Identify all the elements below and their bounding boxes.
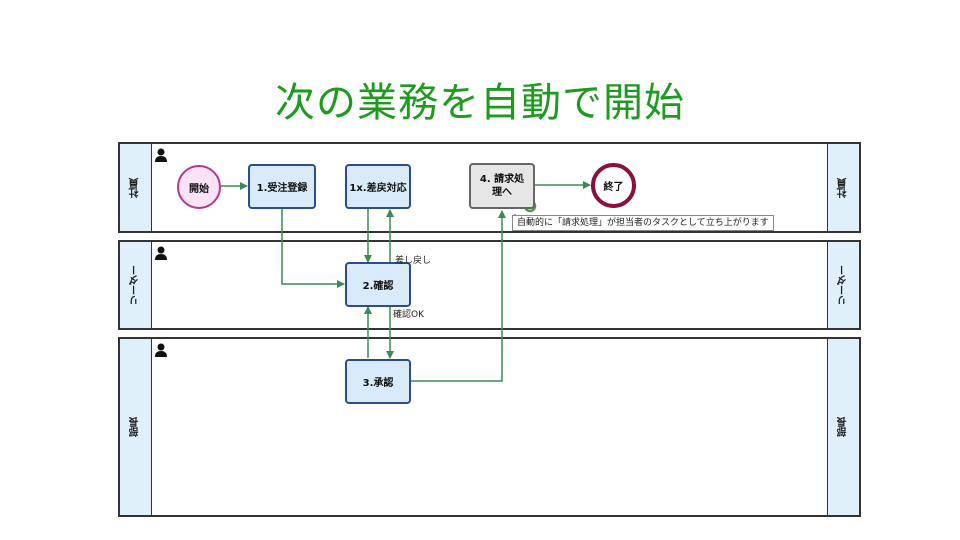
person-icon <box>155 148 167 162</box>
person-icon <box>155 246 167 260</box>
page-title: 次の業務を自動で開始 <box>275 80 685 126</box>
start-event[interactable]: 開始 <box>177 165 221 209</box>
edge-order-to-confirm <box>281 208 345 288</box>
lane-header-left-employee: 社員 <box>120 144 152 231</box>
task-invoice[interactable]: 4. 請求処理へ <box>469 163 535 209</box>
lane-header-right-leader: リーダー <box>827 242 859 328</box>
task-approve[interactable]: 3.承認 <box>345 359 411 404</box>
auto-start-tooltip: 自動的に「請求処理」が担当者のタスクとして立ち上がります <box>512 215 774 231</box>
swimlane-leader: リーダー リーダー <box>118 240 861 330</box>
swimlane-manager: 部長 部長 <box>118 337 861 517</box>
task-order-registration[interactable]: 1.受注登録 <box>248 164 316 209</box>
lane-header-left-manager: 部長 <box>120 339 152 515</box>
edge-approve-to-invoice <box>411 210 506 382</box>
edge-label-send-back: 差し戻し <box>395 256 432 266</box>
edge-label-confirm-ok: 確認OK <box>393 310 424 320</box>
person-icon <box>155 343 167 357</box>
task-confirm[interactable]: 2.確認 <box>345 262 411 307</box>
lane-header-right-employee: 社員 <box>827 144 859 231</box>
task-rework[interactable]: 1x.差戻対応 <box>345 164 411 209</box>
lane-header-right-manager: 部長 <box>827 339 859 515</box>
lane-header-left-leader: リーダー <box>120 242 152 328</box>
end-event[interactable]: 終了 <box>591 163 636 208</box>
